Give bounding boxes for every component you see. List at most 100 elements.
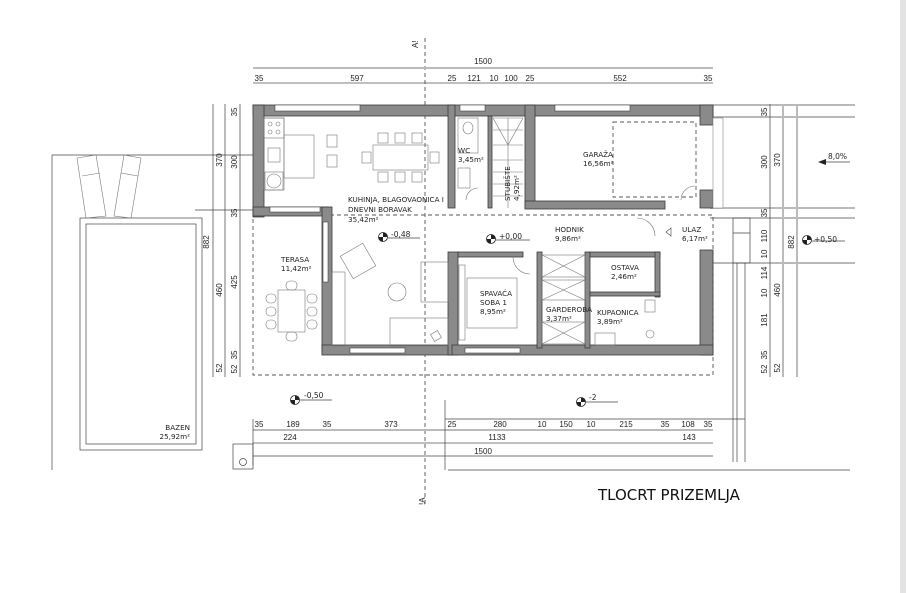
svg-text:35: 35: [230, 107, 239, 116]
room-name2-kuhinja: DNEVNI BORAVAK: [348, 205, 412, 214]
svg-text:370: 370: [773, 153, 782, 167]
svg-text:35: 35: [230, 350, 239, 359]
windows: [269, 104, 724, 354]
svg-text:150: 150: [559, 420, 573, 429]
svg-text:1500: 1500: [474, 447, 492, 456]
svg-text:10: 10: [538, 420, 547, 429]
svg-text:35: 35: [760, 350, 769, 359]
svg-text:+0,00: +0,00: [499, 232, 522, 241]
svg-text:108: 108: [681, 420, 695, 429]
right-dimensions: 35 300 35 110 10 114 10 181 35 52 370 46…: [700, 104, 855, 462]
svg-text:35: 35: [661, 420, 670, 429]
svg-text:300: 300: [760, 155, 769, 169]
pool-area: BAZEN 25,92m²: [51, 154, 253, 470]
room-area-spavaca: 8,95m²: [480, 307, 506, 316]
svg-text:52: 52: [760, 364, 769, 373]
svg-text:-2: -2: [589, 393, 597, 402]
svg-text:110: 110: [760, 229, 769, 242]
section-marker-bottom: !A: [418, 497, 427, 505]
svg-text:10: 10: [760, 249, 769, 258]
kitchen-furniture: [263, 117, 440, 191]
slope-label: 8,0%: [828, 152, 847, 161]
room-name-stubiste: STUBIŠTE: [503, 166, 512, 201]
svg-text:52: 52: [230, 364, 239, 373]
room-area-hodnik: 9,86m²: [555, 234, 581, 243]
bottom-dimensions: 35 189 35 373 25 280 10 150 10 215 35 10…: [232, 400, 850, 471]
slope-arrow-icon: [818, 159, 826, 165]
top-dimensions: 1500 35 597 25 121 10 100 25 552 35: [253, 57, 713, 84]
room-labels: KUHINJA, BLAGOVAONICA I DNEVNI BORAVAK 3…: [280, 146, 708, 326]
svg-text:460: 460: [215, 283, 224, 297]
svg-text:460: 460: [773, 283, 782, 297]
room-area-bazen: 25,92m²: [160, 432, 191, 441]
section-marker-top: A!: [411, 40, 420, 48]
svg-text:52: 52: [773, 363, 782, 372]
room-name-terasa: TERASA: [280, 255, 309, 264]
room-name-bazen: BAZEN: [165, 423, 190, 432]
room-name-garderoba: GARDEROBA: [546, 305, 592, 314]
room-name-garaza: GARAŽA: [583, 150, 613, 159]
room-area-kuhinja: 35,42m²: [348, 215, 379, 224]
svg-text:10: 10: [587, 420, 596, 429]
svg-text:597: 597: [350, 74, 364, 83]
svg-text:552: 552: [613, 74, 627, 83]
bedroom-fixtures: [458, 254, 656, 346]
level-marker-living: -0,48: [378, 230, 420, 242]
svg-text:100: 100: [504, 74, 518, 83]
room-name-kupaonica: KUPAONICA: [597, 308, 639, 317]
vertical-scrollbar[interactable]: [900, 0, 906, 593]
svg-text:-0,50: -0,50: [304, 391, 324, 400]
svg-text:35: 35: [230, 208, 239, 217]
living-furniture: [331, 242, 449, 347]
svg-text:35: 35: [255, 74, 264, 83]
svg-text:52: 52: [215, 363, 224, 372]
svg-text:35: 35: [760, 107, 769, 116]
walls: [252, 104, 714, 356]
left-dimensions: 882 370 460 52 35 300 35 425 35 52: [195, 104, 253, 377]
svg-text:-0,48: -0,48: [391, 230, 411, 239]
room-name-spavaca: SPAVAĆA: [480, 289, 512, 298]
svg-text:10: 10: [490, 74, 499, 83]
entry-arrow-icon: [665, 227, 672, 237]
level-marker-yard: -0,50: [290, 391, 332, 405]
svg-text:373: 373: [384, 420, 398, 429]
svg-text:224: 224: [283, 433, 297, 442]
room-name-kuhinja: KUHINJA, BLAGOVAONICA I: [348, 195, 444, 204]
svg-text:10: 10: [760, 288, 769, 297]
svg-text:35: 35: [760, 208, 769, 217]
svg-text:143: 143: [682, 433, 696, 442]
svg-text:1500: 1500: [474, 57, 492, 66]
room-name-ostava: OSTAVA: [611, 263, 639, 272]
svg-text:35: 35: [704, 420, 713, 429]
room-area-terasa: 11,42m²: [281, 264, 312, 273]
svg-text:215: 215: [619, 420, 633, 429]
svg-text:121: 121: [467, 74, 481, 83]
svg-text:181: 181: [760, 313, 769, 327]
drawing-title: TLOCRT PRIZEMLJA: [597, 486, 741, 504]
svg-text:280: 280: [493, 420, 507, 429]
svg-text:+0,50: +0,50: [814, 235, 837, 244]
terrace-furniture: [265, 280, 318, 342]
svg-text:25: 25: [448, 420, 457, 429]
room-area-stubiste: 4,92m²: [512, 175, 521, 201]
level-marker-garden: -2: [576, 393, 618, 407]
svg-text:25: 25: [526, 74, 535, 83]
svg-text:25: 25: [448, 74, 457, 83]
room-name-wc: WC: [458, 146, 470, 155]
svg-text:35: 35: [704, 74, 713, 83]
svg-text:35: 35: [323, 420, 332, 429]
wc-stairs-garage-fixtures: [457, 117, 697, 237]
level-marker-entry: +0,50: [802, 235, 845, 245]
svg-text:35: 35: [255, 420, 264, 429]
room-name-ulaz: ULAZ: [682, 225, 701, 234]
svg-text:114: 114: [760, 266, 769, 279]
svg-text:1133: 1133: [488, 433, 506, 442]
svg-text:189: 189: [286, 420, 300, 429]
room-area-ostava: 2,46m²: [611, 272, 637, 281]
level-marker-hall: +0,00: [486, 232, 530, 244]
svg-text:370: 370: [215, 153, 224, 167]
room-name2-spavaca: SOBA 1: [480, 298, 507, 307]
room-area-kupaonica: 3,89m²: [597, 317, 623, 326]
room-area-ulaz: 6,17m²: [682, 234, 708, 243]
